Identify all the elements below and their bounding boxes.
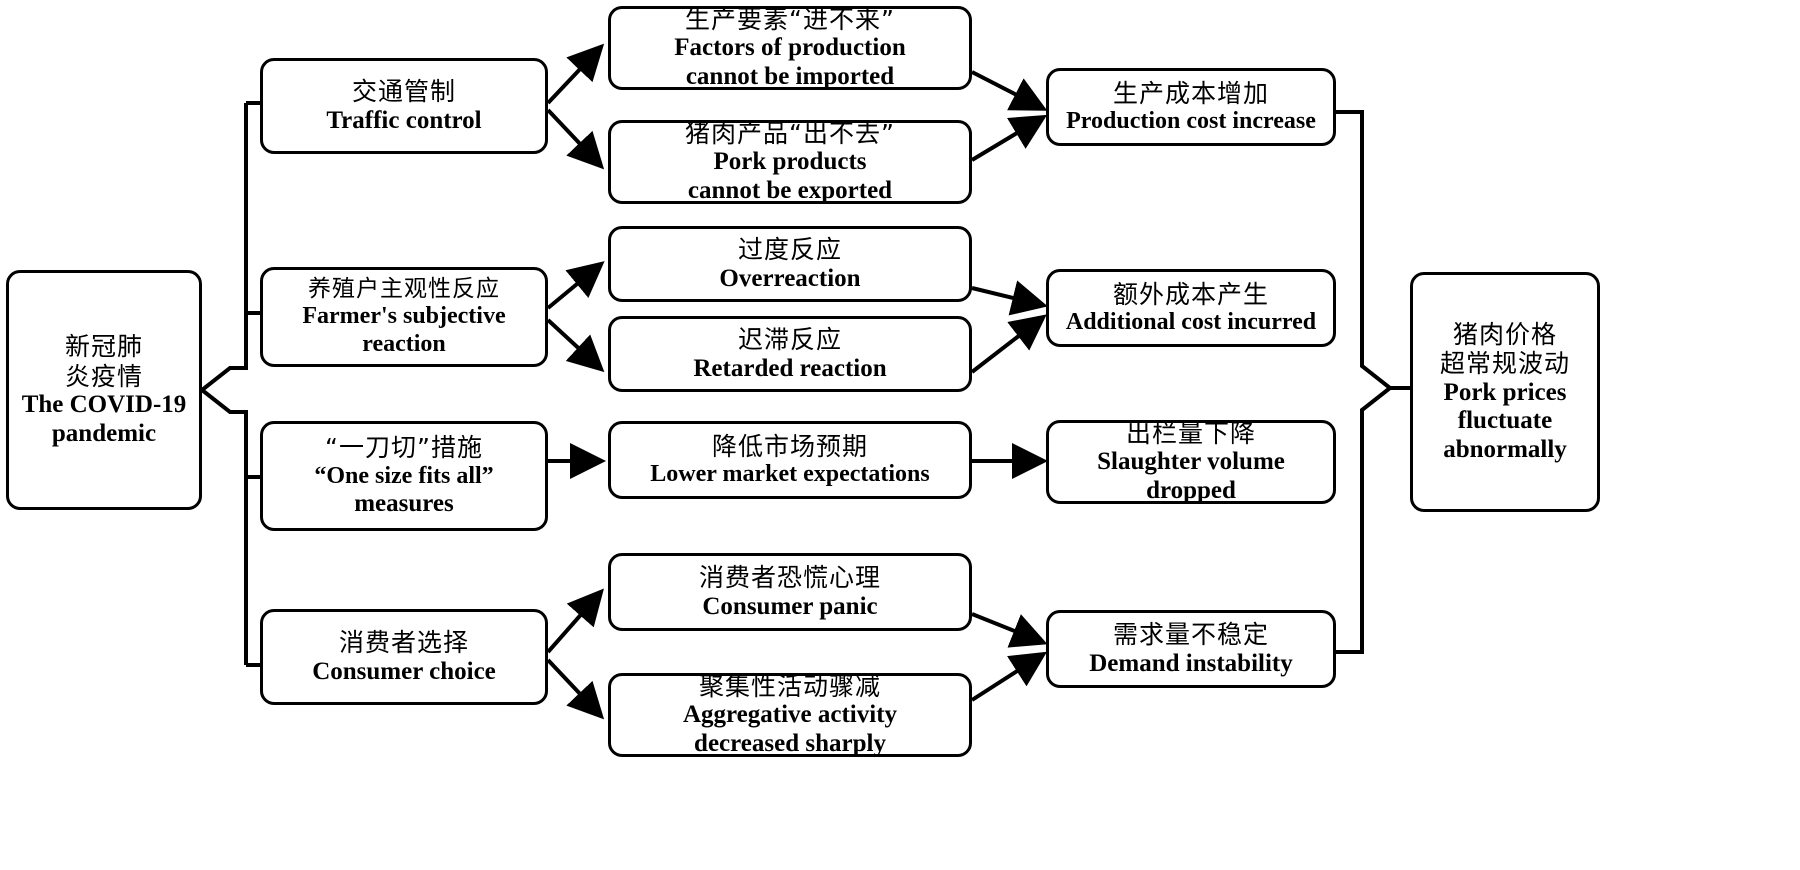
node-aggregative-en-line1: Aggregative activity: [682, 701, 898, 729]
node-slaughter-cn: 出栏量下降: [1125, 418, 1256, 448]
node-root-en-line2: pandemic: [51, 419, 157, 447]
node-pork-prices-fluctuate[interactable]: 猪肉价格 超常规波动 Pork prices fluctuate abnorma…: [1410, 272, 1600, 512]
node-pork-prices-cn-line2: 超常规波动: [1439, 349, 1570, 379]
node-additional-cost[interactable]: 额外成本产生 Additional cost incurred: [1046, 269, 1336, 347]
node-additional-cost-cn: 额外成本产生: [1112, 279, 1269, 309]
node-pork-prices-cn-line1: 猪肉价格: [1452, 319, 1557, 349]
node-traffic-control-cn: 交通管制: [351, 77, 456, 106]
node-pork-export-cn: 猪肉产品“出不去”: [685, 118, 895, 148]
node-overreaction[interactable]: 过度反应 Overreaction: [608, 226, 972, 302]
edge-to-demand-instability: [970, 612, 1048, 702]
node-production-cost-cn: 生产成本增加: [1112, 78, 1269, 108]
node-factors-en-line1: Factors of production: [674, 34, 906, 62]
node-demand-en: Demand instability: [1089, 649, 1293, 677]
node-pork-prices-en-line3: abnormally: [1443, 435, 1567, 463]
node-pork-prices-en-line1: Pork prices: [1443, 378, 1567, 406]
node-aggregative-cn: 聚集性活动骤减: [698, 671, 881, 701]
node-farmer-cn: 养殖户主观性反应: [308, 276, 500, 303]
edge-to-production-cost: [970, 70, 1048, 162]
node-consumer-panic-en: Consumer panic: [702, 592, 878, 620]
node-consumer-panic[interactable]: 消费者恐慌心理 Consumer panic: [608, 553, 972, 631]
node-root[interactable]: 新冠肺 炎疫情 The COVID-19 pandemic: [6, 270, 202, 510]
node-expectations-en: Lower market expectations: [650, 461, 930, 488]
node-retarded-en: Retarded reaction: [693, 354, 887, 382]
node-pork-export-en-line2: cannot be exported: [687, 176, 893, 204]
node-slaughter-en-line1: Slaughter volume: [1097, 448, 1285, 476]
node-root-cn-line2: 炎疫情: [64, 361, 143, 391]
edge-farmer-split: [546, 261, 605, 373]
node-one-size-fits-all[interactable]: “一刀切”措施 “One size fits all” measures: [260, 421, 548, 531]
edge-consumer-split: [546, 588, 605, 720]
edge-root-bracket: [200, 101, 262, 667]
node-lower-market-expectations[interactable]: 降低市场预期 Lower market expectations: [608, 421, 972, 499]
node-pork-export-en-line1: Pork products: [713, 148, 867, 176]
node-retarded-reaction[interactable]: 迟滞反应 Retarded reaction: [608, 316, 972, 392]
node-farmer-en-line1: Farmer's subjective: [302, 303, 506, 330]
node-expectations-cn: 降低市场预期: [711, 431, 868, 461]
node-pork-prices-en-line2: fluctuate: [1457, 407, 1553, 435]
node-root-cn-line1: 新冠肺: [64, 332, 143, 361]
edge-traffic-split: [546, 43, 605, 170]
node-retarded-cn: 迟滞反应: [737, 325, 842, 354]
node-farmer-subjective-reaction[interactable]: 养殖户主观性反应 Farmer's subjective reaction: [260, 267, 548, 367]
node-onesize-cn: “一刀切”措施: [325, 433, 483, 463]
node-slaughter-en-line2: dropped: [1146, 476, 1236, 504]
node-additional-cost-en: Additional cost incurred: [1065, 309, 1317, 336]
node-factors-en-line2: cannot be imported: [685, 62, 895, 90]
edge-to-additional-cost: [970, 280, 1048, 374]
node-consumer-panic-cn: 消费者恐慌心理: [698, 563, 881, 592]
node-traffic-control-en: Traffic control: [326, 106, 482, 134]
node-consumer-choice-en: Consumer choice: [312, 657, 496, 685]
node-aggregative-en-line2: decreased sharply: [694, 729, 886, 757]
node-slaughter-volume-dropped[interactable]: 出栏量下降 Slaughter volume dropped: [1046, 418, 1336, 504]
node-pork-cannot-export[interactable]: 猪肉产品“出不去” Pork products cannot be export…: [608, 118, 972, 204]
node-production-cost-increase[interactable]: 生产成本增加 Production cost increase: [1046, 68, 1336, 146]
node-onesize-en-line2: measures: [354, 490, 454, 518]
node-factors-cannot-import[interactable]: 生产要素“进不来” Factors of production cannot b…: [608, 4, 972, 90]
node-demand-instability[interactable]: 需求量不稳定 Demand instability: [1046, 610, 1336, 688]
node-consumer-choice-cn: 消费者选择: [338, 628, 469, 657]
node-consumer-choice[interactable]: 消费者选择 Consumer choice: [260, 609, 548, 705]
node-demand-cn: 需求量不稳定: [1112, 620, 1269, 649]
node-traffic-control[interactable]: 交通管制 Traffic control: [260, 58, 548, 154]
node-onesize-en-line1: “One size fits all”: [314, 462, 494, 489]
node-factors-cn: 生产要素“进不来”: [685, 4, 895, 34]
node-overreaction-cn: 过度反应: [737, 235, 842, 264]
node-overreaction-en: Overreaction: [719, 264, 861, 292]
node-production-cost-en: Production cost increase: [1066, 108, 1316, 135]
node-aggregative-activity[interactable]: 聚集性活动骤减 Aggregative activity decreased s…: [608, 671, 972, 757]
node-farmer-en-line2: reaction: [362, 330, 446, 357]
node-root-en-line1: The COVID-19: [21, 391, 187, 418]
edge-final-bracket: [1336, 110, 1410, 654]
